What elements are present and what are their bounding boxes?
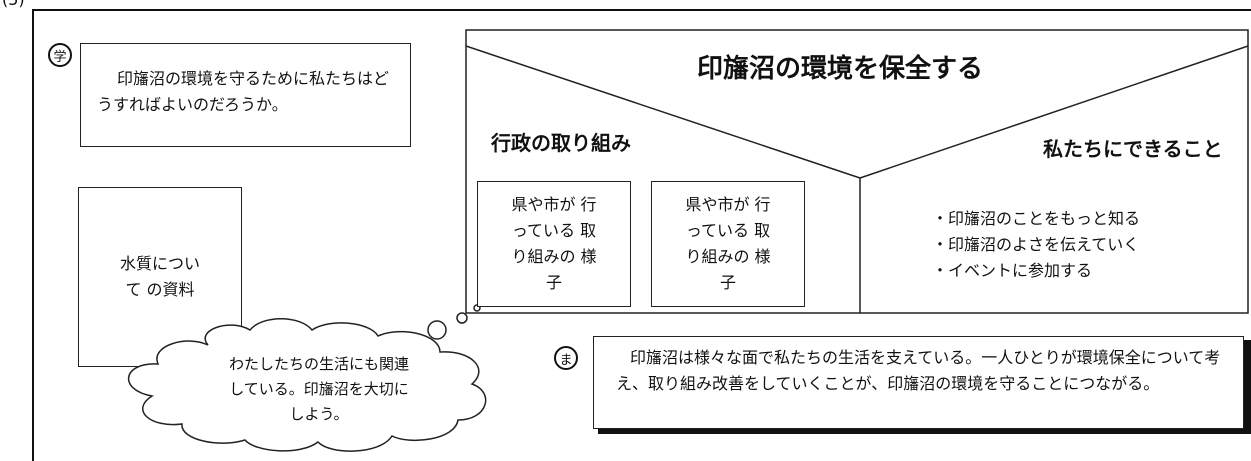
- government-heading: 行政の取り組み: [491, 131, 631, 155]
- conclusion-box: 印旛沼は様々な面で私たちの生活を支えている。一人ひとりが環境保全について考え、取…: [593, 336, 1244, 429]
- section-label: (5): [2, 0, 25, 10]
- thought-bubble-text: わたしたちの生活にも関連している。印旛沼を大切にしよう。: [228, 354, 409, 423]
- government-effort-box: 県や市が 行っている 取り組みの 様子: [477, 181, 631, 307]
- diagram-title: 印旛沼の環境を保全する: [696, 53, 983, 84]
- citizen-heading: 私たちにできること: [1043, 137, 1223, 161]
- list-item: ・印旛沼のことをもっと知る: [932, 209, 1141, 228]
- worksheet-frame: [32, 9, 1251, 461]
- action-list: ・印旛沼のことをもっと知る ・印旛沼のよさを伝えていく ・イベントに参加する: [932, 206, 1212, 284]
- student-badge-icon: 学: [48, 43, 72, 67]
- teacher-badge-icon: ま: [554, 346, 578, 370]
- list-item: ・イベントに参加する: [932, 261, 1093, 280]
- question-box: 印旛沼の環境を守るために私たちはどうすればよいのだろうか。: [80, 43, 411, 147]
- government-effort-box: 県や市が 行っている 取り組みの 様子: [651, 181, 805, 307]
- list-item: ・印旛沼のよさを伝えていく: [932, 235, 1140, 254]
